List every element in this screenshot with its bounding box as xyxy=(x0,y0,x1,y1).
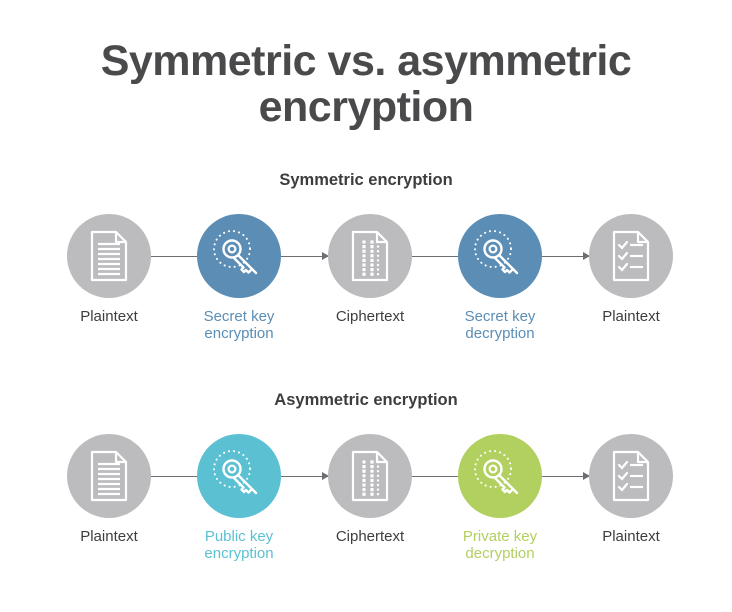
step-label-line-2: encryption xyxy=(204,545,274,562)
key-icon xyxy=(472,448,528,504)
step-node-3 xyxy=(328,214,412,298)
checklist-document-icon xyxy=(611,230,651,282)
document-icon xyxy=(89,230,129,282)
asymmetric-heading: Asymmetric encryption xyxy=(274,391,458,409)
title-line-1: Symmetric vs. asymmetric xyxy=(100,37,632,85)
step-label-1: Plaintext xyxy=(39,308,179,325)
step-label-line-1: Plaintext xyxy=(80,528,138,545)
symmetric-heading: Symmetric encryption xyxy=(279,171,453,189)
step-node-2 xyxy=(197,214,281,298)
checklist-document-icon xyxy=(611,450,651,502)
diagram-title: Symmetric vs. asymmetric encryption xyxy=(0,38,732,130)
step-label-line-1: Ciphertext xyxy=(335,528,405,545)
step-label-line-1: Plaintext xyxy=(602,528,660,545)
step-node-4 xyxy=(458,434,542,518)
step-node-5 xyxy=(589,434,673,518)
step-label-line-2: encryption xyxy=(204,325,274,342)
arrow-connector xyxy=(281,472,329,480)
title-line-2: encryption xyxy=(258,83,474,131)
key-icon xyxy=(211,448,267,504)
key-icon xyxy=(211,228,267,284)
step-label-line-1: Private key xyxy=(462,528,538,545)
step-label-5: Plaintext xyxy=(561,528,701,545)
step-node-1 xyxy=(67,434,151,518)
arrow-connector xyxy=(281,252,329,260)
step-label-5: Plaintext xyxy=(561,308,701,325)
line-connector xyxy=(412,256,458,257)
step-label-line-1: Public key xyxy=(204,528,274,545)
step-node-1 xyxy=(67,214,151,298)
arrow-connector xyxy=(542,472,590,480)
step-node-4 xyxy=(458,214,542,298)
step-label-line-1: Secret key xyxy=(464,308,536,325)
arrow-connector xyxy=(542,252,590,260)
step-label-3: Ciphertext xyxy=(300,528,440,545)
line-connector xyxy=(412,476,458,477)
line-connector xyxy=(151,476,197,477)
step-label-line-2: decryption xyxy=(465,325,535,342)
cipher-document-icon xyxy=(350,230,390,282)
step-label-line-1: Ciphertext xyxy=(335,308,405,325)
step-node-2 xyxy=(197,434,281,518)
step-label-line-2: decryption xyxy=(465,545,535,562)
cipher-document-icon xyxy=(350,450,390,502)
step-label-line-1: Plaintext xyxy=(602,308,660,325)
step-node-3 xyxy=(328,434,412,518)
step-label-line-1: Plaintext xyxy=(80,308,138,325)
step-label-line-1: Secret key xyxy=(203,308,275,325)
line-connector xyxy=(151,256,197,257)
step-label-1: Plaintext xyxy=(39,528,179,545)
step-node-5 xyxy=(589,214,673,298)
document-icon xyxy=(89,450,129,502)
step-label-3: Ciphertext xyxy=(300,308,440,325)
key-icon xyxy=(472,228,528,284)
